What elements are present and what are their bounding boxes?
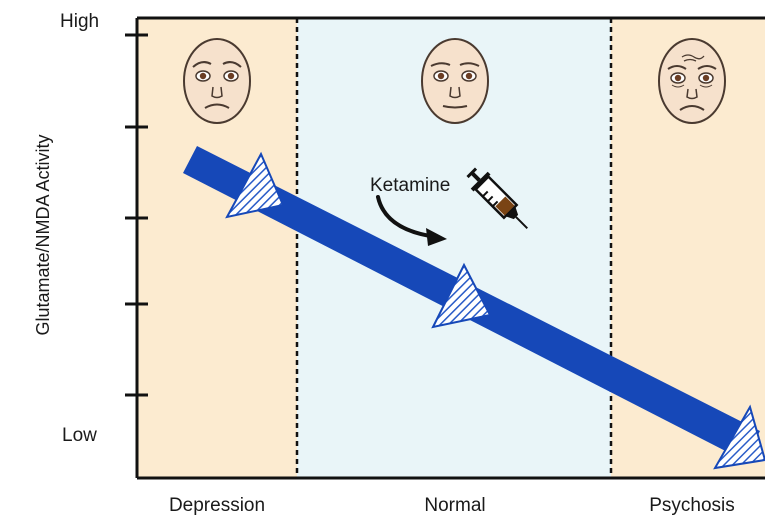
y-axis-high-label: High (60, 12, 99, 31)
region-label-normal: Normal (424, 496, 485, 515)
region-label-psychosis: Psychosis (649, 496, 735, 515)
y-axis-low-label: Low (62, 426, 97, 445)
y-axis-title: Glutamate/NMDA Activity (34, 134, 52, 335)
neutral-face-icon (422, 39, 488, 123)
sad-face-icon (184, 39, 250, 123)
distressed-face-icon (659, 39, 725, 123)
ketamine-label: Ketamine (370, 175, 450, 197)
region-label-depression: Depression (169, 496, 265, 515)
